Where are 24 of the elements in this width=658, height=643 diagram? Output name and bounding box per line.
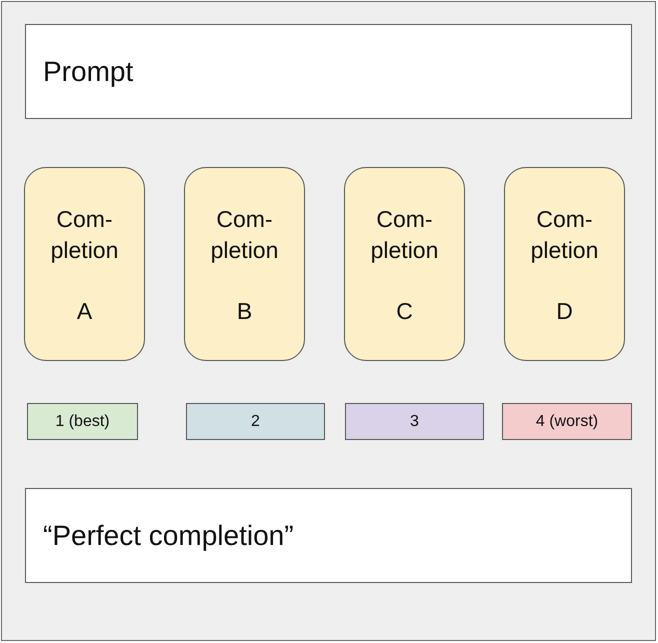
completion-card	[24, 167, 145, 361]
label: Com- pletion	[50, 205, 120, 266]
rank-box	[27, 403, 138, 440]
label: 2	[251, 412, 260, 430]
label: Com- pletion	[370, 205, 440, 266]
label: 3	[410, 412, 419, 430]
label: Com- pletion	[530, 205, 600, 266]
label: Prompt	[43, 56, 134, 88]
prompt-box	[25, 24, 632, 119]
letter-label: D	[556, 297, 573, 326]
letter-label: C	[396, 297, 413, 326]
answer-box	[25, 488, 632, 583]
completion-card	[184, 167, 305, 361]
label: 4 (worst)	[536, 412, 598, 430]
completion-card	[344, 167, 465, 361]
letter-label: A	[76, 297, 92, 326]
completion-card	[504, 167, 625, 361]
label: 1 (best)	[55, 412, 110, 430]
label: Com- pletion	[210, 205, 280, 266]
rank-box	[345, 403, 484, 440]
rank-box	[186, 403, 325, 440]
rank-box	[502, 403, 632, 440]
letter-label: B	[236, 297, 252, 326]
label: “Perfect completion”	[43, 520, 294, 552]
